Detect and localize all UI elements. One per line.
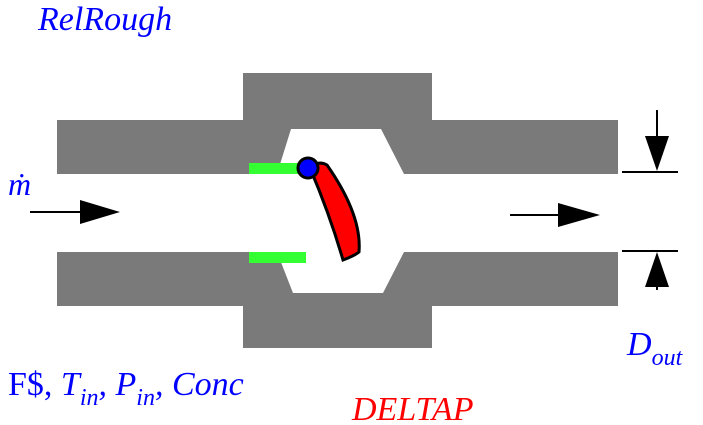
outlet-arrowhead bbox=[558, 203, 600, 227]
dimension-arrowhead-bottom bbox=[645, 252, 669, 287]
separator-1: , bbox=[99, 366, 116, 403]
rel-rough-label: RelRough bbox=[37, 1, 172, 38]
inputs-prefix: F$, bbox=[8, 366, 61, 403]
d-out-subscript: out bbox=[652, 345, 684, 371]
d-out-label: Dout bbox=[626, 326, 684, 371]
conc-symbol: Conc bbox=[172, 366, 244, 403]
valve-seat-top bbox=[249, 163, 299, 174]
d-symbol: D bbox=[626, 326, 652, 363]
inlet-arrowhead bbox=[80, 200, 120, 224]
deltap-label: DELTAP bbox=[351, 391, 473, 425]
valve-housing-top bbox=[243, 73, 432, 133]
t-in-subscript: in bbox=[80, 385, 99, 411]
mass-flow-label: ṁ bbox=[8, 166, 31, 202]
valve-housing-bottom bbox=[243, 290, 432, 348]
inputs-label: F$, Tin, Pin, Conc bbox=[8, 366, 244, 411]
p-in-subscript: in bbox=[136, 385, 155, 411]
p-in-symbol: P bbox=[115, 366, 137, 403]
valve-flap bbox=[308, 161, 361, 262]
pivot-pin bbox=[296, 156, 320, 180]
dimension-arrowhead-top bbox=[645, 136, 669, 171]
valve-seat-bottom bbox=[249, 252, 306, 263]
separator-2: , bbox=[155, 366, 172, 403]
t-in-symbol: T bbox=[61, 366, 82, 403]
